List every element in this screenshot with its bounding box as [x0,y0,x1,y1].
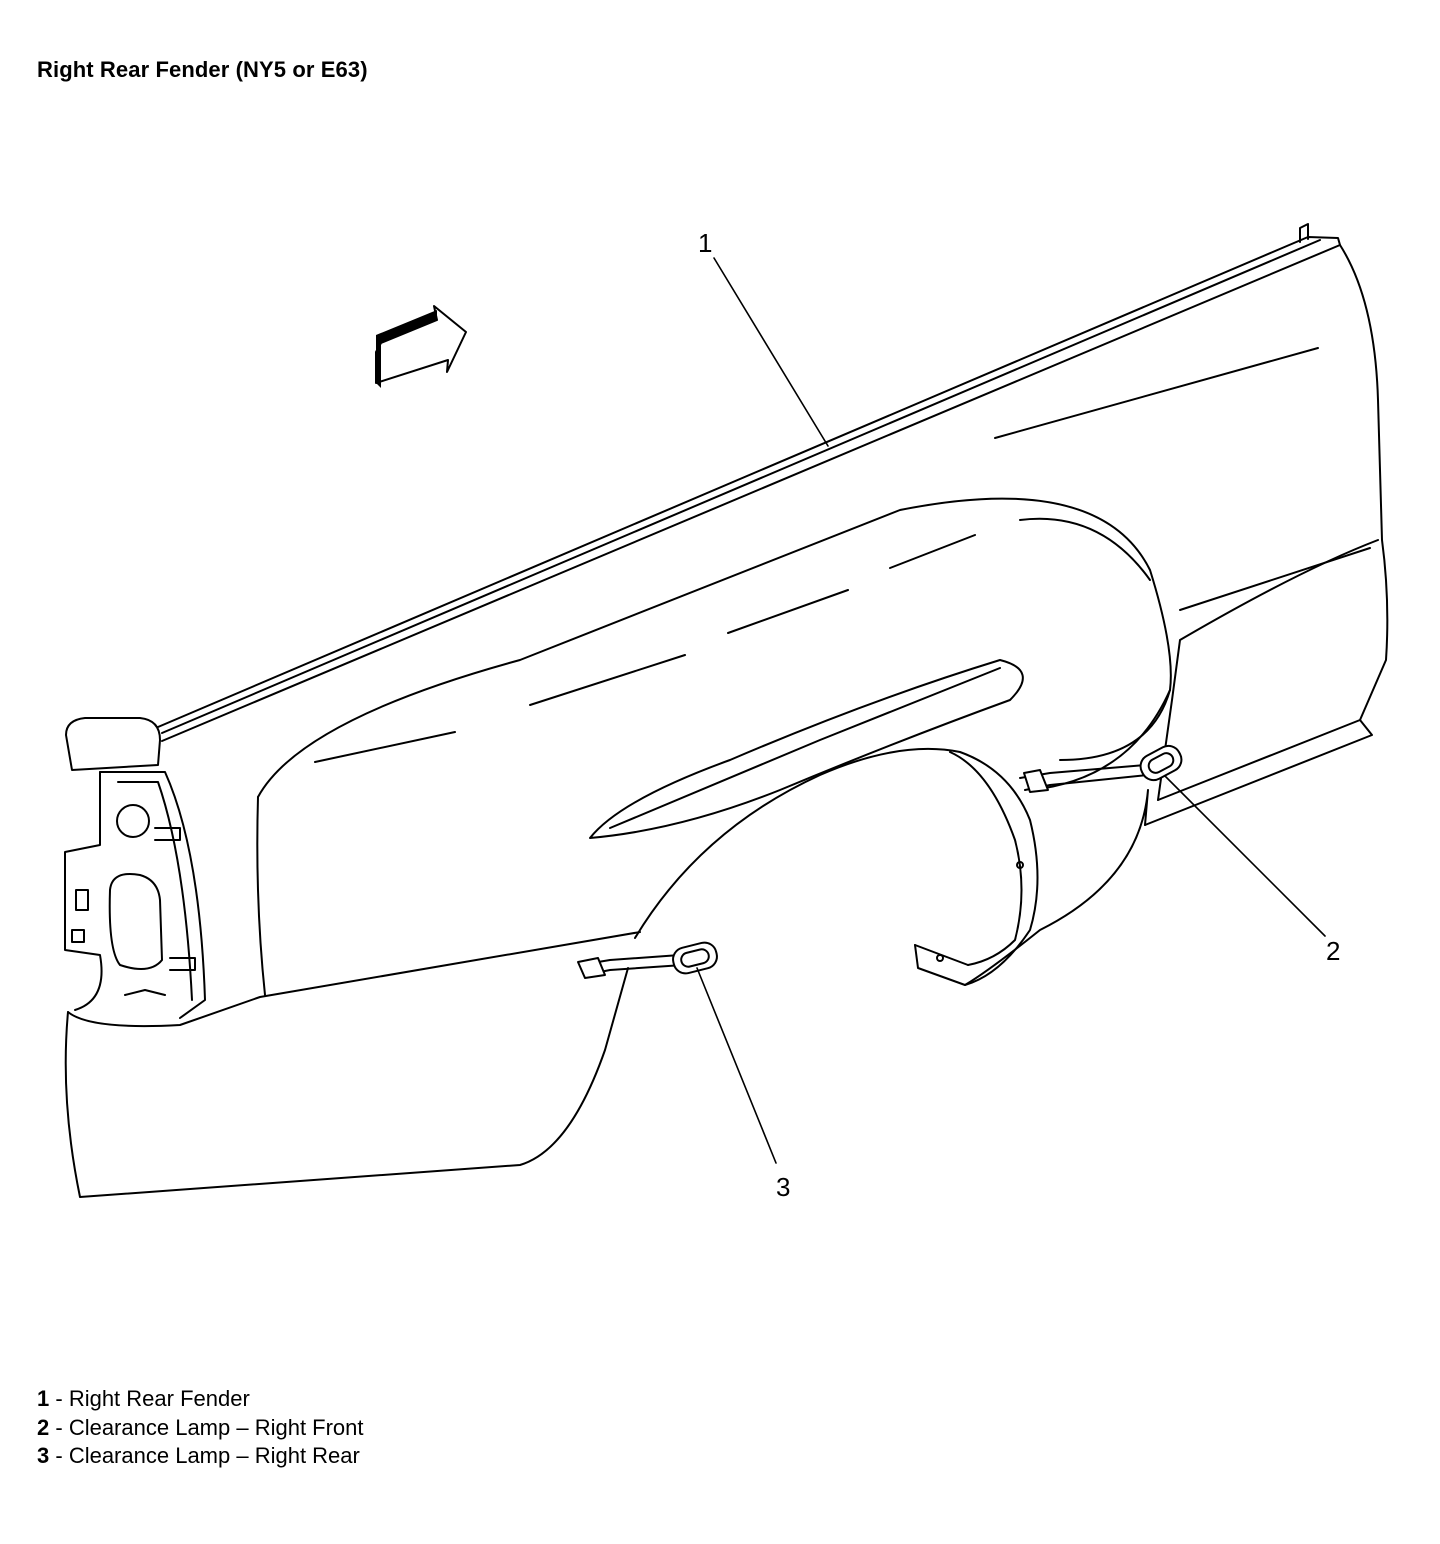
direction-arrow-icon [375,305,467,388]
leader-line-1 [713,257,829,447]
legend-separator: - [49,1386,69,1411]
legend-number: 1 [37,1386,50,1411]
diagram-title: Right Rear Fender (NY5 or E63) [37,57,368,82]
legend-separator: - [49,1443,69,1468]
legend: 1 - Right Rear Fender 2 - Clearance Lamp… [37,1385,364,1471]
leader-line-3 [696,967,777,1164]
legend-item: 2 - Clearance Lamp – Right Front [37,1414,364,1443]
right-rear-fender [64,223,1389,1198]
legend-number: 3 [37,1443,50,1468]
leader-line-2 [1164,775,1326,937]
legend-separator: - [49,1414,69,1440]
legend-label: Clearance Lamp – Right Front [68,1414,364,1440]
legend-number: 2 [37,1414,50,1440]
legend-label: Right Rear Fender [68,1386,250,1411]
callout-2: 2 [1326,936,1340,966]
clearance-lamp-right-rear [577,941,718,979]
callout-3: 3 [776,1172,790,1202]
callout-1: 1 [698,228,712,258]
legend-item: 1 - Right Rear Fender [37,1385,364,1414]
legend-item: 3 - Clearance Lamp – Right Rear [37,1442,364,1471]
clearance-lamp-right-front [1019,744,1183,793]
legend-label: Clearance Lamp – Right Rear [68,1443,360,1468]
